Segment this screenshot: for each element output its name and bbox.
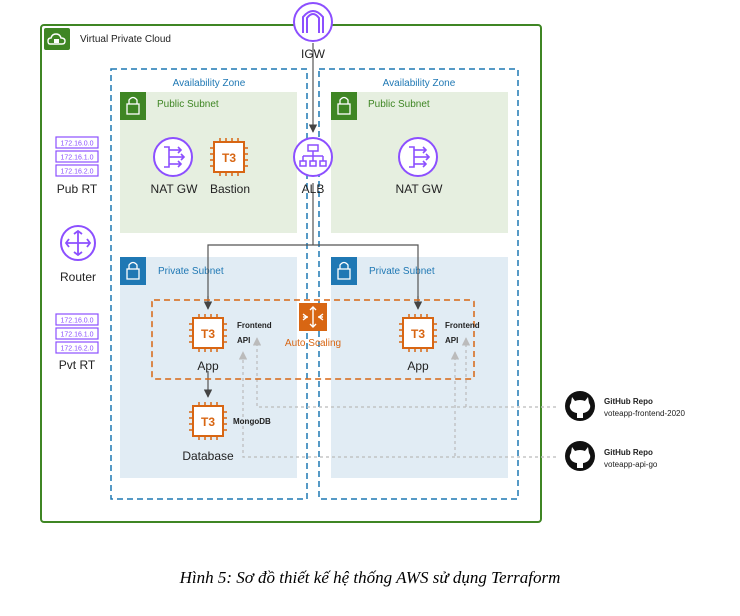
repo-name: voteapp-api-go — [604, 460, 658, 469]
chip-label: T3 — [411, 327, 425, 341]
availability-zone-1: Availability Zone — [110, 68, 308, 500]
application-load-balancer: ALB — [293, 137, 333, 196]
api-label: API — [445, 336, 458, 345]
ec2-chip-icon — [189, 314, 227, 352]
public-subnet-2: Public Subnet — [331, 92, 508, 233]
frontend-label: Frontend — [445, 321, 480, 330]
public-subnet-1: Public Subnet — [120, 92, 297, 233]
router-arrows-icon — [64, 229, 92, 257]
cidr-entry: 172.16.0.0 — [60, 141, 93, 148]
repo-name: voteapp-frontend-2020 — [604, 409, 686, 418]
nat-gateway-1: NAT GW — [151, 137, 199, 196]
chip-label: T3 — [201, 327, 215, 341]
database-instance: T3 MongoDB Database — [182, 402, 271, 463]
nat-gateway-icon — [164, 146, 186, 168]
bastion-label: Bastion — [210, 182, 250, 196]
mongodb-label: MongoDB — [233, 417, 271, 426]
pub-rt-label: Pub RT — [57, 182, 98, 196]
cidr-entry: 172.16.2.0 — [60, 346, 93, 353]
app-label: App — [407, 359, 429, 373]
load-balancer-icon — [299, 144, 327, 167]
nat-gw-label: NAT GW — [151, 182, 199, 196]
connectors — [203, 43, 556, 458]
router-label: Router — [60, 270, 96, 284]
zone-label: Availability Zone — [173, 78, 246, 89]
lock-icon — [126, 96, 140, 115]
internet-gateway: IGW — [293, 2, 333, 61]
lock-icon — [126, 261, 140, 280]
zone-label: Availability Zone — [383, 78, 456, 89]
app-instance-2: T3 Frontend API App — [399, 314, 480, 373]
nat-gateway-icon — [409, 146, 431, 168]
subnet-label: Private Subnet — [158, 266, 224, 277]
vpc-title: Virtual Private Cloud — [80, 34, 171, 45]
cidr-entry: 172.16.2.0 — [60, 169, 93, 176]
pvt-rt-label: Pvt RT — [59, 358, 96, 372]
database-label: Database — [182, 449, 234, 463]
github-repo-frontend[interactable]: GitHub Repo voteapp-frontend-2020 — [565, 391, 686, 421]
chip-label: T3 — [201, 415, 215, 429]
private-subnet-2: Private Subnet — [331, 257, 508, 478]
ec2-chip-icon — [189, 402, 227, 440]
app-label: App — [197, 359, 219, 373]
frontend-label: Frontend — [237, 321, 272, 330]
cidr-entry: 172.16.0.0 — [60, 318, 93, 325]
ec2-chip-icon — [210, 138, 248, 176]
cidr-entry: 172.16.1.0 — [60, 155, 93, 162]
nat-gw-label: NAT GW — [396, 182, 444, 196]
subnet-label: Public Subnet — [157, 99, 219, 110]
alb-label: ALB — [302, 182, 325, 196]
router: Router — [60, 225, 96, 284]
auto-scaling-icon — [302, 306, 324, 328]
subnet-label: Private Subnet — [369, 266, 435, 277]
github-repo-api[interactable]: GitHub Repo voteapp-api-go — [565, 441, 658, 471]
igw-label: IGW — [301, 47, 326, 61]
api-label: API — [237, 336, 250, 345]
cloud-lock-icon — [47, 33, 66, 45]
vpc-container: Virtual Private Cloud — [40, 24, 542, 523]
alb-to-apps-line — [207, 244, 419, 308]
availability-zone-2: Availability Zone — [318, 68, 519, 500]
bastion-instance: T3 Bastion — [210, 138, 250, 196]
chip-label: T3 — [222, 151, 236, 165]
subnet-label: Public Subnet — [368, 99, 430, 110]
gateway-arch-icon — [302, 10, 324, 33]
cidr-entry: 172.16.1.0 — [60, 332, 93, 339]
auto-scaling-label: Auto Scaling — [285, 338, 341, 349]
pvt-route-table: 172.16.0.0 172.16.1.0 172.16.2.0 Pvt RT — [55, 313, 99, 372]
lock-icon — [337, 261, 351, 280]
nat-gateway-2: NAT GW — [396, 137, 444, 196]
repo-title: GitHub Repo — [604, 397, 653, 406]
pub-route-table: 172.16.0.0 172.16.1.0 172.16.2.0 Pub RT — [55, 136, 99, 196]
app-instance-1: T3 Frontend API App — [189, 314, 272, 373]
api-repo-line — [450, 351, 556, 458]
auto-scaling-group: Auto Scaling — [151, 299, 475, 380]
repo-title: GitHub Repo — [604, 448, 653, 457]
ec2-chip-icon — [399, 314, 437, 352]
figure-caption: Hình 5: Sơ đồ thiết kế hệ thống AWS sử d… — [179, 568, 561, 587]
lock-icon — [337, 96, 351, 115]
